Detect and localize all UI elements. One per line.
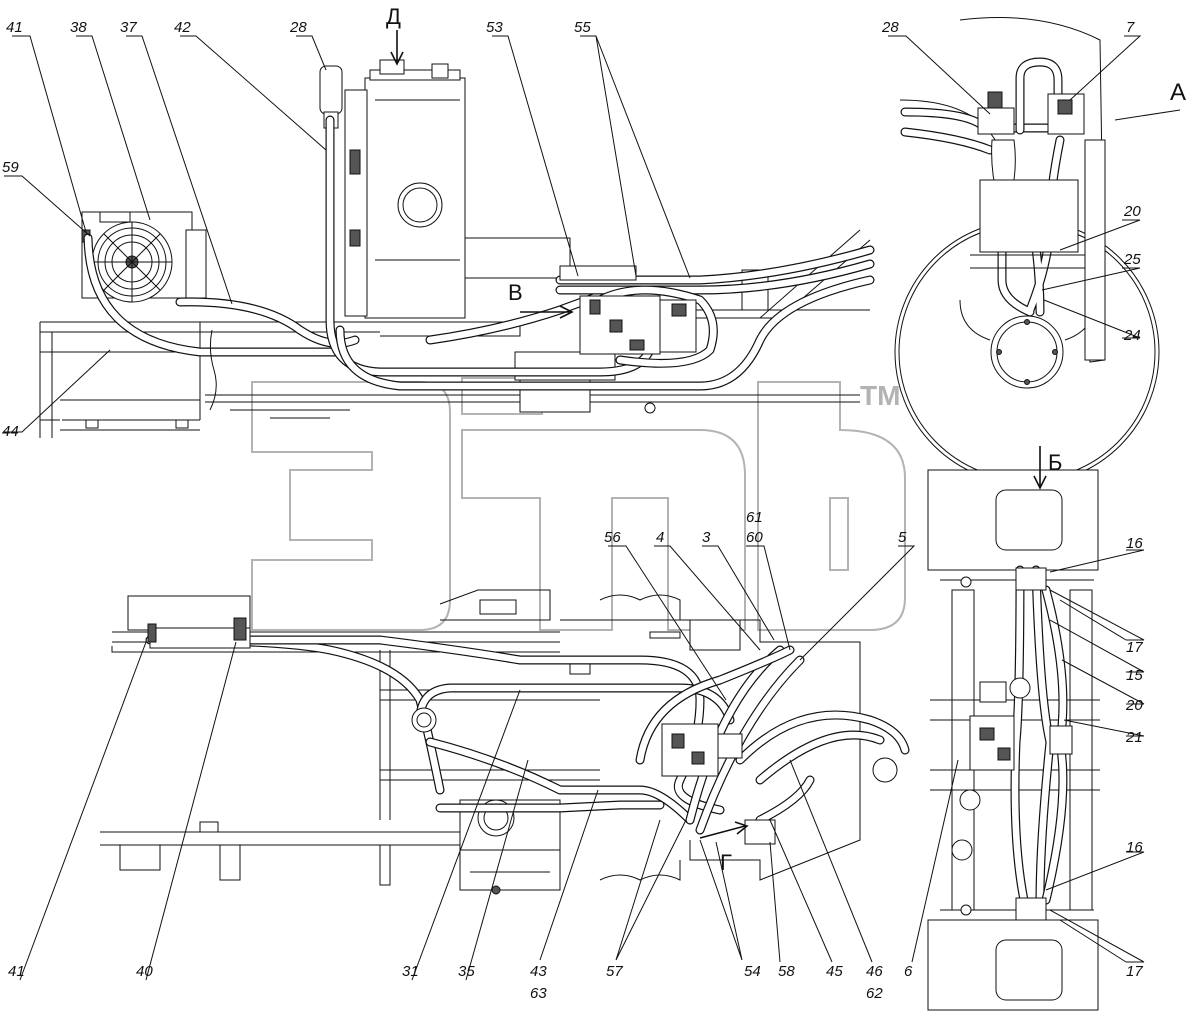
callout-63: 63 (530, 985, 547, 1002)
callout-6: 6 (904, 963, 913, 980)
view-label-b: Б (1048, 450, 1062, 475)
view-b: Б (927, 446, 1100, 1011)
view-arrow-icon (520, 305, 574, 319)
callout-41-bottom: 41 (8, 963, 25, 980)
callouts-side-view: 41 38 37 42 28 53 55 59 44 (2, 19, 691, 440)
hydraulic-pump-icon (459, 799, 561, 895)
view-label-v: В (508, 280, 523, 305)
callout-42: 42 (174, 19, 191, 36)
callout-43: 43 (530, 963, 547, 980)
callout-58: 58 (778, 963, 795, 980)
callout-24: 24 (1123, 327, 1141, 344)
callouts-view-a: 28 7 20 25 24 (881, 19, 1141, 344)
watermark-tm: TM (860, 380, 900, 411)
callout-3: 3 (702, 529, 711, 546)
view-a: А (894, 17, 1186, 485)
callout-21: 21 (1125, 729, 1143, 746)
callout-56: 56 (604, 529, 621, 546)
callout-41-top: 41 (6, 19, 23, 36)
cooling-fan-icon (91, 221, 173, 303)
hydraulic-tank-icon (344, 59, 466, 319)
callout-7: 7 (1126, 19, 1135, 36)
callout-40: 40 (136, 963, 153, 980)
view-label-d: Д (386, 4, 401, 29)
callout-54: 54 (744, 963, 761, 980)
callout-17-bottom: 17 (1126, 963, 1143, 980)
callout-45: 45 (826, 963, 843, 980)
callout-62: 62 (866, 985, 883, 1002)
callout-15: 15 (1126, 667, 1143, 684)
callout-25: 25 (1123, 251, 1141, 268)
callout-59: 59 (2, 159, 19, 176)
callout-37: 37 (120, 19, 137, 36)
callout-53: 53 (486, 19, 503, 36)
control-valve-icon (559, 265, 697, 355)
callout-35: 35 (458, 963, 475, 980)
plan-view: Г (100, 589, 910, 895)
callout-60: 60 (746, 529, 763, 546)
callout-31: 31 (402, 963, 419, 980)
callout-28-top: 28 (289, 19, 307, 36)
callout-5: 5 (898, 529, 907, 546)
callout-20-right: 20 (1123, 203, 1141, 220)
callout-16-bottom: 16 (1126, 839, 1143, 856)
callouts-plan-view: 56 4 3 61 60 5 41 40 31 35 43 63 57 54 5… (8, 509, 916, 1002)
callout-4: 4 (656, 529, 664, 546)
callout-57: 57 (606, 963, 623, 980)
callouts-view-b: 16 17 15 20 21 16 17 6 (904, 535, 1145, 980)
callout-20-bottom: 20 (1125, 697, 1143, 714)
view-label-g: Г (720, 850, 732, 875)
callout-46: 46 (866, 963, 883, 980)
side-view: В Д (39, 4, 875, 438)
callout-28-right: 28 (881, 19, 899, 36)
callout-17-top: 17 (1126, 639, 1143, 656)
callout-16-top: 16 (1126, 535, 1143, 552)
callout-44: 44 (2, 423, 19, 440)
callout-55: 55 (574, 19, 591, 36)
callout-61: 61 (746, 509, 763, 526)
callout-38: 38 (70, 19, 87, 36)
watermark: TM (251, 377, 906, 631)
view-label-a: А (1170, 79, 1186, 106)
